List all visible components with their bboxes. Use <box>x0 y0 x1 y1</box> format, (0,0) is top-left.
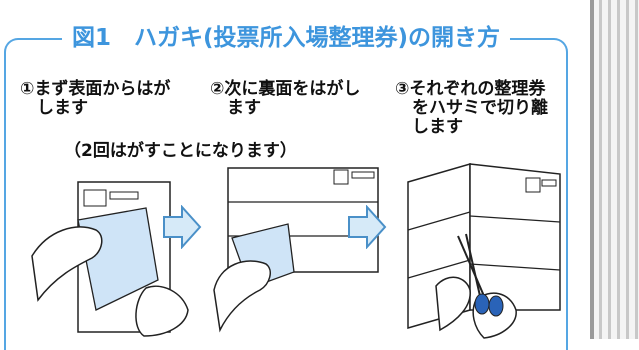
arrow-right-icon <box>348 205 387 249</box>
left-hand <box>31 226 103 302</box>
postal-code-boxes <box>109 191 139 200</box>
stamp-mark <box>83 189 107 207</box>
figure-frame: 図1 ハガキ(投票所入場整理券)の開き方 <box>4 20 568 350</box>
stamp-mark <box>333 169 349 185</box>
peel-twice-note: （2回はがすことになります） <box>64 141 297 161</box>
scissors-blade <box>457 235 485 297</box>
postal-code-boxes <box>541 179 557 187</box>
left-hand <box>435 276 471 332</box>
hand <box>213 260 271 333</box>
scissors-handle <box>474 293 490 315</box>
figure-title: 図1 ハガキ(投票所入場整理券)の開き方 <box>61 20 511 56</box>
illustration-peel-back <box>213 167 379 333</box>
postal-code-boxes <box>351 171 375 179</box>
illustration-cut-tickets <box>407 163 561 339</box>
step-1-text: ①まず表面からはが します <box>20 79 171 118</box>
arrow-right-icon <box>163 205 202 249</box>
step-3-text: ③それぞれの整理券 をハサミで切り離 します <box>395 79 548 137</box>
right-hand <box>135 285 189 337</box>
stamp-mark <box>525 177 541 193</box>
step-2-text: ②次に裏面をはがし ます <box>210 79 361 118</box>
decorative-side-bars <box>590 0 639 339</box>
illustration-peel-front <box>31 181 189 337</box>
